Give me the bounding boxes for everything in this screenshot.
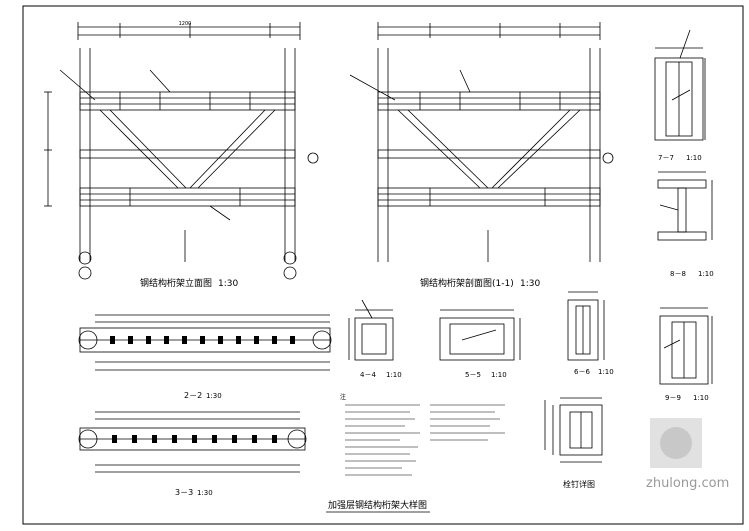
section-9-9-title: 9－9 [665,394,681,402]
zhulong-logo-watermark [650,418,702,468]
notes-block [345,404,505,476]
elevation-top-dimension: 1200 [179,21,192,27]
section-7-7-view [654,29,706,141]
section-5-5-view [439,309,521,361]
drawing-title: 加强层钢结构桁架大样图 [328,499,427,511]
section-4-4-view [348,299,394,361]
elevation-view-scale: 1:30 [218,279,238,289]
section-7-7-title: 7－7 [658,154,674,162]
section-8-8-scale: 1:10 [698,270,714,278]
stud-bolt-detail-view [544,397,603,463]
section-4-4-title: 4－4 [360,371,376,379]
section-1-1-mark: (1-1) [492,279,514,289]
section-4-4-scale: 1:10 [386,371,402,379]
section-8-8-view [657,171,713,241]
notes-heading: 注 [340,393,346,401]
truss-elevation-view [44,22,319,280]
section-2-2-scale: 1:30 [206,392,222,400]
section-3-3-title: 3－3 [175,488,193,497]
bolt-detail-title: 栓钉详图 [563,479,595,489]
section-2-2-slots [110,336,295,344]
section-1-1-scale: 1:30 [520,279,540,289]
section-5-5-title: 5－5 [465,371,481,379]
section-6-6-scale: 1:10 [598,368,614,376]
elevation-view-title: 钢结构桁架立面图 [140,277,212,289]
section-9-9-scale: 1:10 [693,394,709,402]
watermark-text: zhulong.com [646,476,729,491]
section-3-3-slots [112,435,277,443]
section-2-2-title: 2－2 [184,391,202,400]
truss-section-1-1-view [349,22,614,262]
section-9-9-view [659,307,713,385]
section-5-5-scale: 1:10 [491,371,507,379]
section-6-6-view [567,291,605,361]
section-7-7-scale: 1:10 [686,154,702,162]
sheet-border [22,5,744,525]
section-1-1-title: 钢结构桁架剖面图 [420,277,492,289]
section-8-8-title: 8－8 [670,270,686,278]
section-6-6-title: 6－6 [574,368,590,376]
section-3-3-scale: 1:30 [197,489,213,497]
